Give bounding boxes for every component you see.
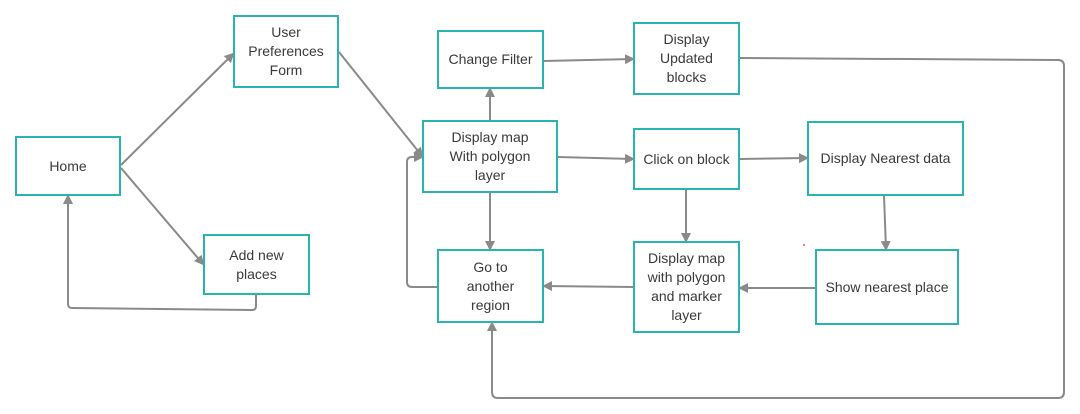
- arrow-user-preferences-to-display-map: [338, 51, 424, 158]
- stray-dot: [803, 244, 805, 246]
- arrow-home-to-user-preferences: [120, 52, 235, 166]
- arrow-go-region-to-display-map: [406, 152, 437, 288]
- arrow-home-to-add-places: [120, 167, 205, 266]
- arrow-display-map-marker-to-go-region: [542, 281, 634, 292]
- arrow-display-nearest-to-show-nearest: [880, 195, 891, 251]
- display-map-polygon-node: Display map With polygon layer: [422, 120, 558, 193]
- display-nearest-data-node: Display Nearest data: [807, 121, 964, 196]
- arrow-add-places-to-home: [63, 194, 257, 311]
- click-on-block-node: Click on block: [633, 128, 740, 190]
- display-updated-blocks-node: Display Updated blocks: [633, 22, 740, 95]
- user-preferences-form-node: User Preferences Form: [233, 15, 339, 88]
- arrow-change-filter-to-display-updated: [543, 54, 635, 65]
- add-new-places-node: Add new places: [203, 234, 310, 295]
- arrow-display-map-to-click-block: [557, 153, 635, 164]
- arrow-display-updated-to-go-region: [487, 57, 1065, 399]
- change-filter-node: Change Filter: [437, 30, 544, 89]
- show-nearest-place-node: Show nearest place: [815, 249, 959, 325]
- go-to-another-region-node: Go to another region: [437, 249, 544, 323]
- display-map-marker-node: Display map with polygon and marker laye…: [633, 241, 740, 333]
- arrow-click-block-to-display-nearest: [739, 153, 809, 164]
- home-node: Home: [15, 136, 121, 196]
